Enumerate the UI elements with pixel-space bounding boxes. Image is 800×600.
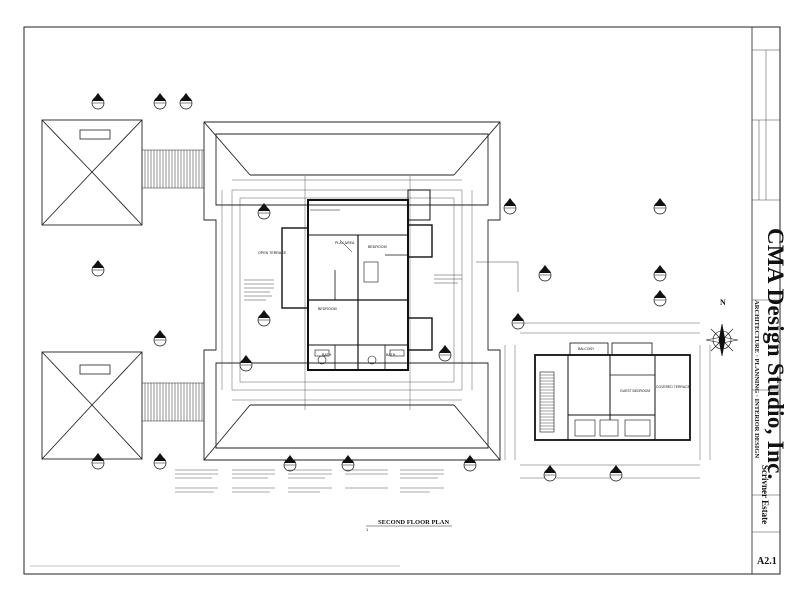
roof-bottom-left xyxy=(41,351,143,460)
firm-name: CMA Design Studio, Inc. xyxy=(763,228,788,480)
section-marker-icon xyxy=(511,313,525,330)
title-block-lines xyxy=(752,49,780,533)
main-roof xyxy=(203,121,501,461)
project-name: Scrivner Estate xyxy=(760,465,770,525)
section-marker-icon xyxy=(609,465,623,482)
section-marker-icon xyxy=(257,203,271,220)
room-labels-suite: GUEST BEDROOM BALCONY COVERED TERRACE xyxy=(578,347,691,393)
stair-bridge-top xyxy=(141,149,205,189)
svg-text:BALCONY: BALCONY xyxy=(578,347,595,351)
section-marker-icon xyxy=(91,260,105,277)
second-floor-plan xyxy=(281,189,433,371)
room-labels-main: OPEN TERRACE PLAY AREA BEDROOM BEDROOM B… xyxy=(258,241,396,357)
svg-text:COVERED TERRACE: COVERED TERRACE xyxy=(656,385,691,389)
stair-bridge-bottom xyxy=(141,382,205,422)
plan-notes xyxy=(244,261,519,301)
general-notes xyxy=(175,469,444,493)
caption-number: 1 xyxy=(366,527,369,532)
north-arrow-icon xyxy=(705,323,739,357)
firm-services: ARCHITECTURE · PLANNING · INTERIOR DESIG… xyxy=(753,300,760,459)
svg-text:BATH: BATH xyxy=(322,353,332,357)
section-marker-icon xyxy=(153,453,167,470)
section-marker-icon xyxy=(153,330,167,347)
sheet-number: A2.1 xyxy=(757,556,777,567)
section-marker-icon xyxy=(503,198,517,215)
section-marker-icon xyxy=(257,310,271,327)
svg-text:BEDROOM: BEDROOM xyxy=(318,307,337,311)
section-marker-icon xyxy=(91,93,105,110)
section-marker-icon xyxy=(91,453,105,470)
section-marker-icon xyxy=(438,345,452,362)
section-marker-icon xyxy=(538,265,552,282)
section-marker-icon xyxy=(653,290,667,307)
section-markers xyxy=(91,93,667,482)
svg-text:OPEN TERRACE: OPEN TERRACE xyxy=(258,251,287,255)
guest-suite-plan xyxy=(534,342,691,441)
svg-text:BATH: BATH xyxy=(386,353,396,357)
section-marker-icon xyxy=(653,198,667,215)
drawing-caption: SECOND FLOOR PLAN xyxy=(378,519,450,526)
suite-stair xyxy=(540,374,554,430)
svg-text:PLAY AREA: PLAY AREA xyxy=(335,241,355,245)
north-label: N xyxy=(720,298,726,307)
svg-text:GUEST BEDROOM: GUEST BEDROOM xyxy=(620,389,650,393)
roof-top-left xyxy=(41,119,143,226)
section-marker-icon xyxy=(239,355,253,372)
section-marker-icon xyxy=(153,93,167,110)
section-marker-icon xyxy=(341,455,355,472)
section-marker-icon xyxy=(283,455,297,472)
dimension-lines xyxy=(221,176,473,410)
section-marker-icon xyxy=(543,465,557,482)
section-marker-icon xyxy=(463,455,477,472)
section-marker-icon xyxy=(653,265,667,282)
title-block-frame xyxy=(751,26,781,575)
section-marker-icon xyxy=(179,93,193,110)
svg-text:BEDROOM: BEDROOM xyxy=(368,245,387,249)
